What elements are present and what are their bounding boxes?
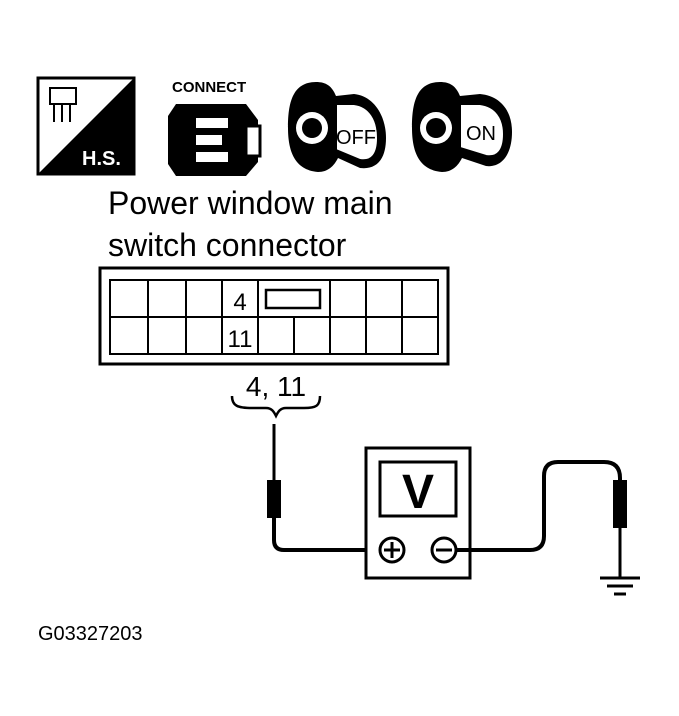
figure-id: G03327203 [38,623,143,645]
terminal-4-label: 4 [233,289,246,316]
key-off-label: OFF [336,127,376,149]
terminal-11-label: 11 [228,326,253,353]
connector-latch [264,288,322,310]
positive-terminal-icon [378,536,406,564]
key-off-icon: OFF [288,82,386,172]
key-on-icon: ON [412,82,512,172]
positive-test-lead [267,424,380,552]
connector-title-line2: switch connector [108,227,347,263]
voltmeter-v-label: V [402,466,434,519]
connector-title-line1: Power window main [108,185,393,221]
connect-label: CONNECT [172,79,246,96]
connector-face [98,266,450,366]
key-on-label: ON [466,123,496,145]
connect-icon: CONNECT [168,79,262,176]
probe-terminal-label: 4, 11 [246,371,306,402]
hs-label: H.S. [82,148,121,170]
probe-brace [230,395,322,419]
voltmeter-display [378,460,458,518]
ground-icon [600,576,640,596]
negative-terminal-icon [430,536,458,564]
voltmeter: V [364,446,472,580]
negative-test-lead [456,460,627,578]
hs-icon: H.S. [36,76,136,176]
